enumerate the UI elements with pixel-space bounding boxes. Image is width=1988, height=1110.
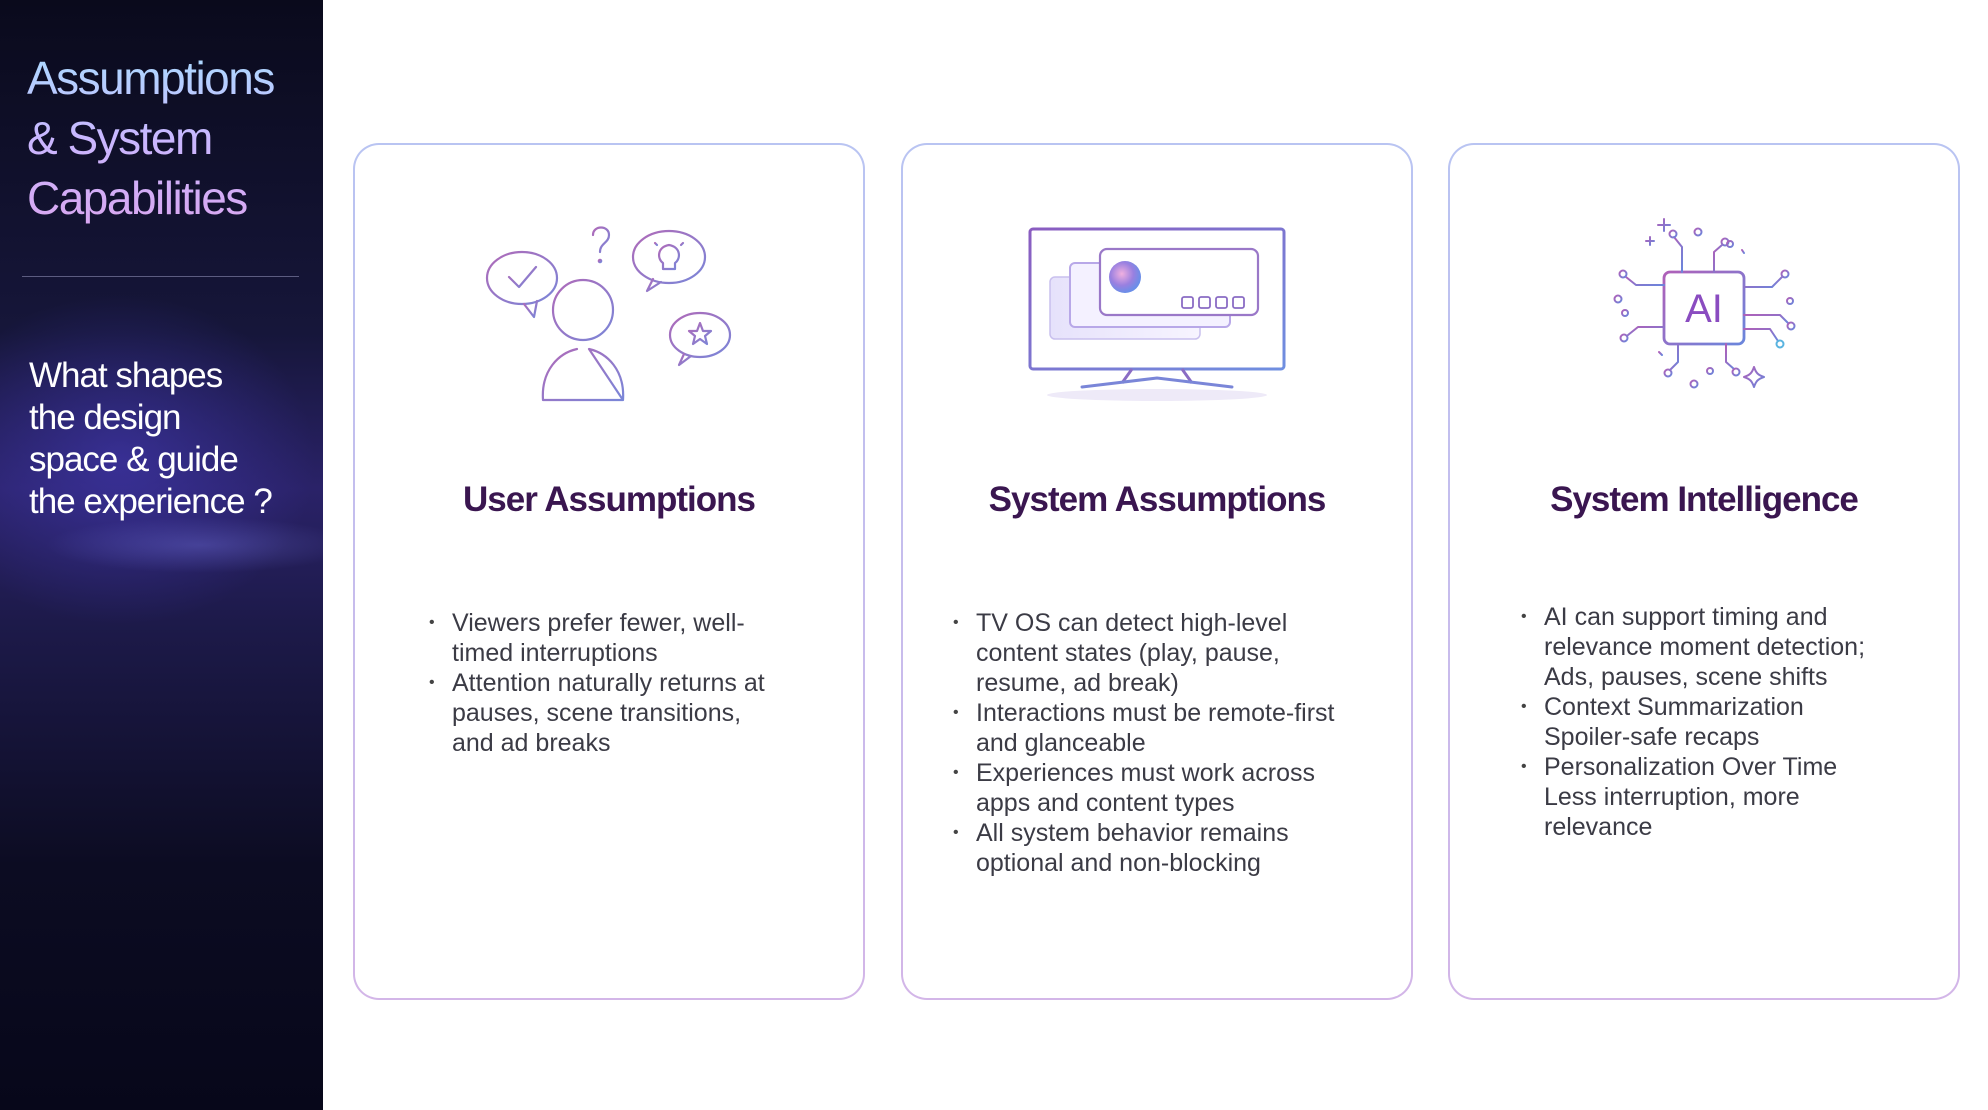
bullet-line: relevance moment detection;: [1544, 633, 1866, 661]
bullet-line: relevance: [1544, 813, 1653, 841]
system-intelligence-card: AI System Intelligence AI can support ti…: [1448, 143, 1960, 1000]
sidebar: Assumptions & System Capabilities What s…: [0, 0, 323, 1110]
card-title: System Assumptions: [988, 480, 1327, 519]
bullet-list: TV OS can detect high-level content stat…: [953, 608, 1335, 878]
bullet-list: Viewers prefer fewer, well- timed interr…: [429, 608, 765, 758]
bullet-item: Experiences must work across apps and co…: [953, 758, 1334, 818]
ai-chip-label: AI: [1685, 287, 1723, 331]
bullet-item: Attention naturally returns at pauses, s…: [429, 668, 765, 758]
bullet-line: apps and content types: [976, 789, 1235, 817]
bullet-line: AI can support timing and: [1544, 603, 1828, 631]
bullet-line: Context Summarization: [1544, 693, 1804, 721]
bullet-item: TV OS can detect high-level content stat…: [953, 608, 1334, 698]
sidebar-question-line: the design: [29, 398, 182, 437]
sidebar-title: Assumptions & System Capabilities: [27, 48, 322, 228]
bullet-list: AI can support timing and relevance mome…: [1521, 602, 1866, 842]
bullet-line: Ads, pauses, scene shifts: [1544, 663, 1828, 691]
bullet-line: Personalization Over Time: [1544, 753, 1838, 781]
bullet-line: Interactions must be remote-first: [976, 699, 1335, 727]
sidebar-title-line: & System: [27, 112, 212, 164]
ai-chip-icon: AI: [1450, 207, 1958, 417]
bullet-line: Experiences must work across: [976, 759, 1316, 787]
sidebar-question: What shapes the design space & guide the…: [29, 355, 309, 523]
bullet-line: Viewers prefer fewer, well-: [452, 609, 745, 637]
bullet-line: content states (play, pause,: [976, 639, 1280, 667]
sidebar-title-line: Capabilities: [27, 172, 247, 224]
bullet-line: All system behavior remains: [976, 819, 1289, 847]
user-thought-bubbles-icon: [355, 215, 863, 405]
sidebar-question-line: the experience ?: [29, 482, 273, 521]
card-title: User Assumptions: [463, 480, 756, 519]
sidebar-question-line: space & guide: [29, 440, 239, 479]
sidebar-divider: [22, 276, 299, 277]
user-assumptions-card: User Assumptions Viewers prefer fewer, w…: [353, 143, 865, 1000]
bullet-item: Context Summarization Spoiler-safe recap…: [1521, 692, 1865, 752]
tv-monitor-icon: [903, 223, 1411, 403]
bullet-line: pauses, scene transitions,: [452, 699, 742, 727]
bullet-line: Attention naturally returns at: [452, 669, 765, 697]
sidebar-title-line: Assumptions: [27, 52, 274, 104]
bullet-line: timed interruptions: [452, 639, 658, 667]
sidebar-question-line: What shapes: [29, 356, 223, 395]
bullet-line: and ad breaks: [452, 729, 611, 757]
system-assumptions-card: System Assumptions TV OS can detect high…: [901, 143, 1413, 1000]
bullet-line: and glanceable: [976, 729, 1146, 757]
bullet-item: AI can support timing and relevance mome…: [1521, 602, 1866, 692]
bullet-line: Less interruption, more: [1544, 783, 1800, 811]
bullet-line: TV OS can detect high-level: [976, 609, 1288, 637]
bullet-line: resume, ad break): [976, 669, 1179, 697]
bullet-item: All system behavior remains optional and…: [953, 818, 1334, 878]
card-title: System Intelligence: [1550, 480, 1859, 519]
bullet-item: Viewers prefer fewer, well- timed interr…: [429, 608, 765, 668]
bullet-item: Personalization Over Time Less interrupt…: [1521, 752, 1865, 842]
bullet-item: Interactions must be remote-first and gl…: [953, 698, 1335, 758]
bullet-line: Spoiler-safe recaps: [1544, 723, 1760, 751]
bullet-line: optional and non-blocking: [976, 849, 1261, 877]
